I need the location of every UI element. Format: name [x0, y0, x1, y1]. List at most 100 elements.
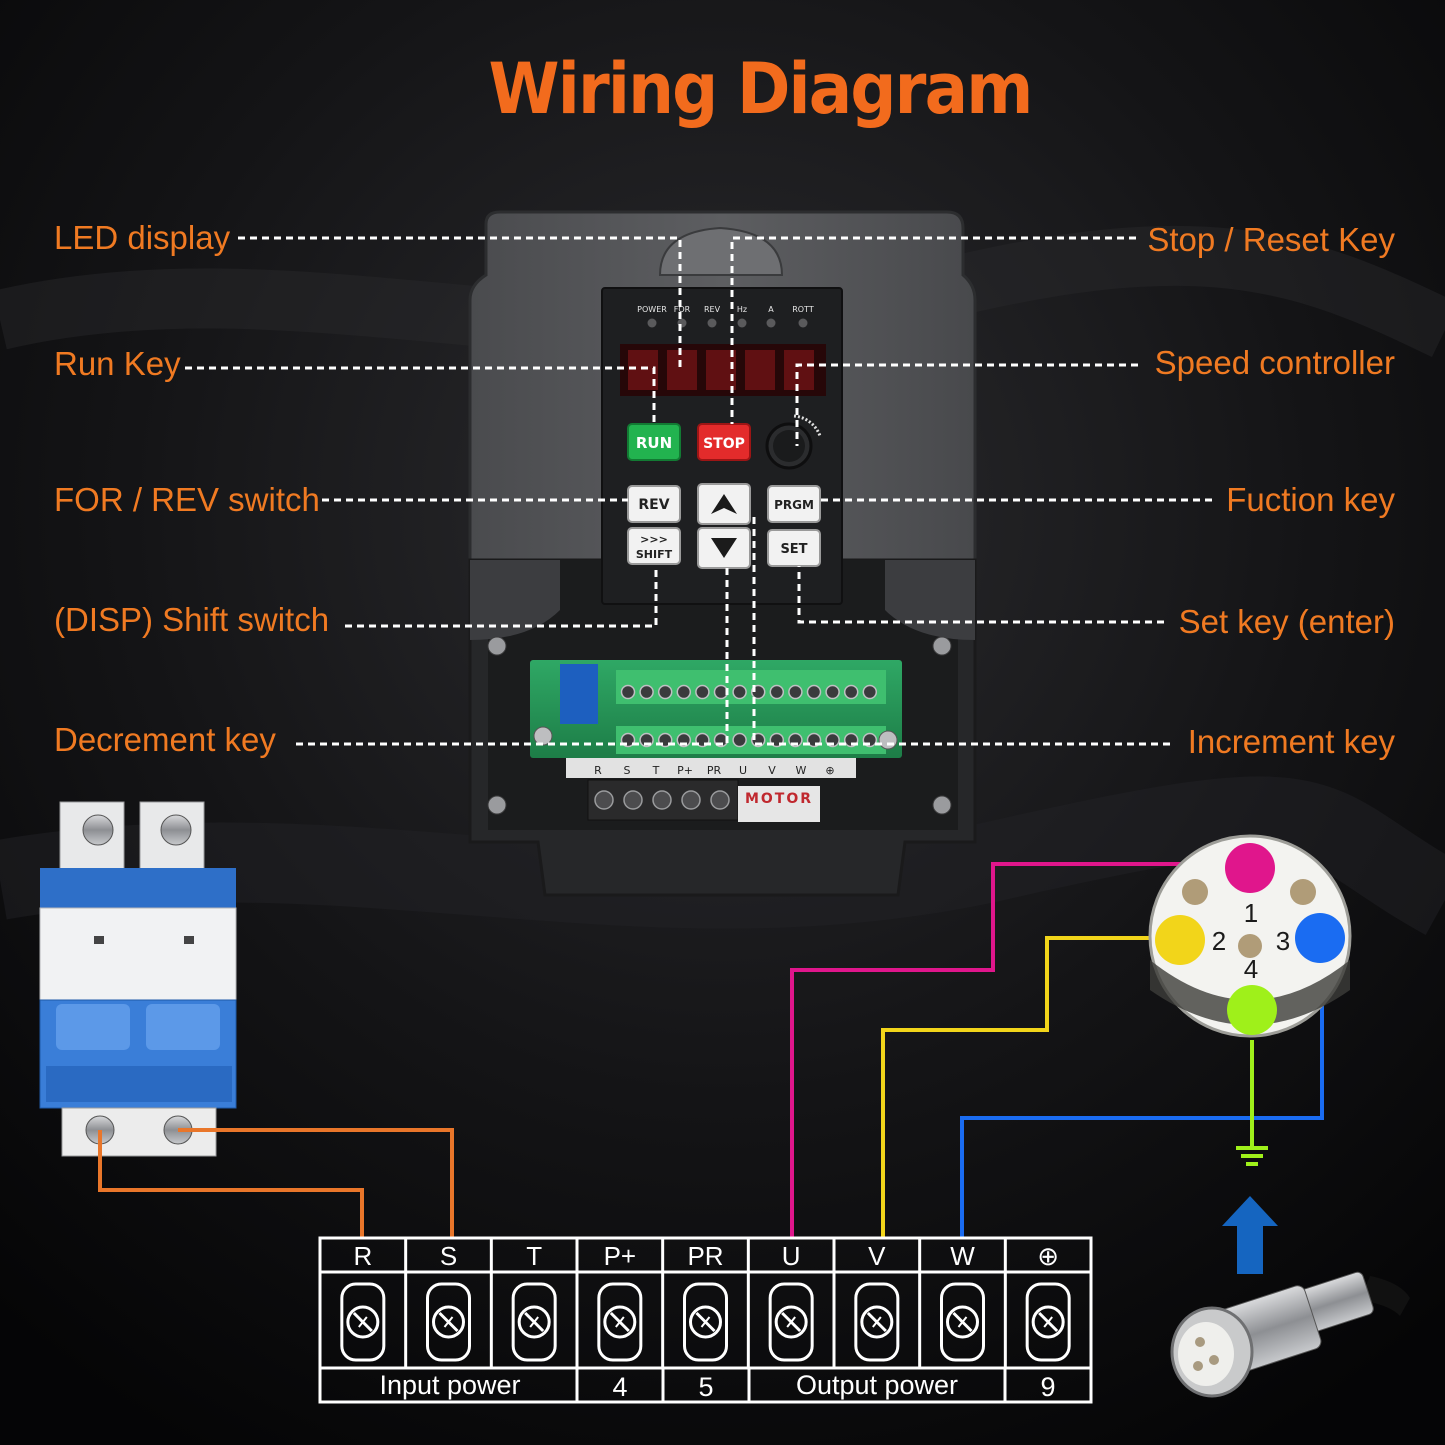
- terminal-label: R: [353, 1241, 372, 1271]
- terminal-clamp: [768, 1282, 814, 1362]
- label-speed-controller: Speed controller: [1154, 344, 1395, 381]
- terminal-label: ⊕: [1037, 1241, 1059, 1271]
- pin-4-label: 4: [1244, 954, 1258, 984]
- ground-icon: [1236, 1146, 1268, 1166]
- terminal-t: T: [489, 1238, 557, 1368]
- stop-button[interactable]: STOP: [697, 423, 751, 461]
- terminal-label: T: [526, 1241, 542, 1271]
- prgm-button[interactable]: PRGM: [767, 485, 821, 523]
- up-arrow-icon: [1222, 1196, 1278, 1274]
- pin-1-label: 1: [1244, 898, 1258, 928]
- shift-arrows-label: >>>: [640, 533, 668, 546]
- control-terminal-screws-lower: [533, 726, 898, 750]
- indicator-rott: ROTT: [792, 305, 814, 328]
- speed-controller-leader: [795, 363, 1138, 446]
- terminal-clamp: [940, 1282, 985, 1362]
- terminal-clamp: [340, 1282, 386, 1362]
- indicator-label: FOR: [674, 305, 691, 314]
- rev-button-label: REV: [638, 497, 669, 513]
- label-for-rev-switch: FOR / REV switch: [54, 481, 320, 518]
- strip-label-5: U: [739, 764, 747, 777]
- page-title: Wiring Diagram: [488, 48, 1034, 130]
- enclosure-screws: [487, 636, 952, 815]
- shift-button[interactable]: >>> SHIFT: [627, 527, 681, 565]
- relay: [560, 664, 598, 724]
- set-key-leader: [797, 566, 1164, 624]
- terminal-u: U: [746, 1238, 814, 1368]
- terminal-screw-icon: [603, 1305, 637, 1339]
- indicator-a: A: [766, 305, 776, 328]
- spindle-connector-face: 1 2 3 4: [1148, 834, 1352, 1038]
- indicator-rev: REV: [704, 305, 721, 328]
- status-indicators: POWER FOR REV Hz A ROTT: [637, 305, 814, 328]
- circuit-breaker: [39, 801, 237, 1157]
- terminal-clamp: [683, 1282, 728, 1362]
- terminal-screw-icon: [860, 1305, 894, 1339]
- terminal-clamp: [426, 1282, 471, 1362]
- strip-label-0: R: [594, 764, 602, 777]
- aviation-plug: [1170, 1271, 1410, 1398]
- display-window: [658, 226, 784, 276]
- strip-label-7: W: [796, 764, 807, 777]
- pin-1-dot: [1225, 843, 1275, 893]
- motor-label: MOTOR: [745, 791, 813, 807]
- group-input-power: Input power: [379, 1370, 520, 1400]
- indicator-led: [798, 318, 808, 328]
- terminal-w: W: [918, 1238, 985, 1368]
- run-button-label: RUN: [636, 434, 672, 452]
- terminal-ground: ⊕: [1003, 1238, 1071, 1368]
- shift-button-label: SHIFT: [636, 548, 673, 561]
- terminal-label: S: [440, 1241, 457, 1271]
- stop-reset-leader: [730, 236, 1136, 424]
- rev-button[interactable]: REV: [627, 485, 681, 523]
- strip-label-6: V: [768, 764, 776, 777]
- terminal-label: V: [868, 1241, 886, 1271]
- increment-leader: [752, 512, 1170, 746]
- run-key-leader: [185, 366, 656, 424]
- breaker-wire-r: [98, 1130, 364, 1238]
- terminal-screw-icon: [689, 1305, 722, 1339]
- label-set-key: Set key (enter): [1178, 603, 1395, 640]
- terminal-screw-icon: [774, 1305, 808, 1339]
- led-digit: [784, 350, 814, 390]
- power-terminal-diagram: R S T P+ PR U V W ⊕ Input power 4 5 Output power…: [318, 1236, 1093, 1404]
- terminal-screw-icon: [432, 1305, 465, 1339]
- pin-2-dot: [1155, 915, 1205, 965]
- led-digit: [667, 350, 697, 390]
- terminal-screw-icon: [1031, 1305, 1065, 1339]
- pin-3-dot: [1295, 913, 1345, 963]
- wire-v: [881, 936, 1164, 1238]
- wire-u: [790, 862, 1226, 1238]
- strip-label-8: ⊕: [825, 764, 834, 777]
- terminal-r: R: [340, 1241, 386, 1362]
- callout-leaders: [185, 236, 1212, 746]
- down-arrow-icon: [711, 538, 737, 558]
- terminal-label: PR: [687, 1241, 723, 1271]
- indicator-led: [737, 318, 747, 328]
- control-terminal-screws-upper: [620, 684, 878, 700]
- group-9: 9: [1040, 1372, 1055, 1402]
- terminal-pr: PR: [661, 1238, 728, 1368]
- pin-3-label: 3: [1276, 926, 1290, 956]
- stop-button-label: STOP: [703, 436, 745, 452]
- prgm-button-label: PRGM: [774, 498, 814, 512]
- decrement-button[interactable]: [697, 527, 751, 569]
- group-4: 4: [612, 1372, 627, 1402]
- indicator-power: POWER: [637, 305, 667, 328]
- terminal-clamp: [511, 1282, 557, 1362]
- terminal-pplus: P+: [575, 1238, 643, 1368]
- terminal-screw-icon: [346, 1305, 380, 1339]
- indicator-led: [707, 318, 717, 328]
- indicator-label: Hz: [737, 305, 747, 314]
- set-button[interactable]: SET: [767, 529, 821, 567]
- increment-button[interactable]: [697, 483, 751, 525]
- label-shift-switch: (DISP) Shift switch: [54, 601, 330, 638]
- label-decrement-key: Decrement key: [54, 721, 276, 758]
- group-output-power: Output power: [796, 1370, 958, 1400]
- indicator-label: ROTT: [792, 305, 814, 314]
- shift-leader: [345, 566, 658, 628]
- strip-label-4: PR: [707, 764, 722, 777]
- group-5: 5: [698, 1372, 713, 1402]
- run-button[interactable]: RUN: [627, 423, 681, 461]
